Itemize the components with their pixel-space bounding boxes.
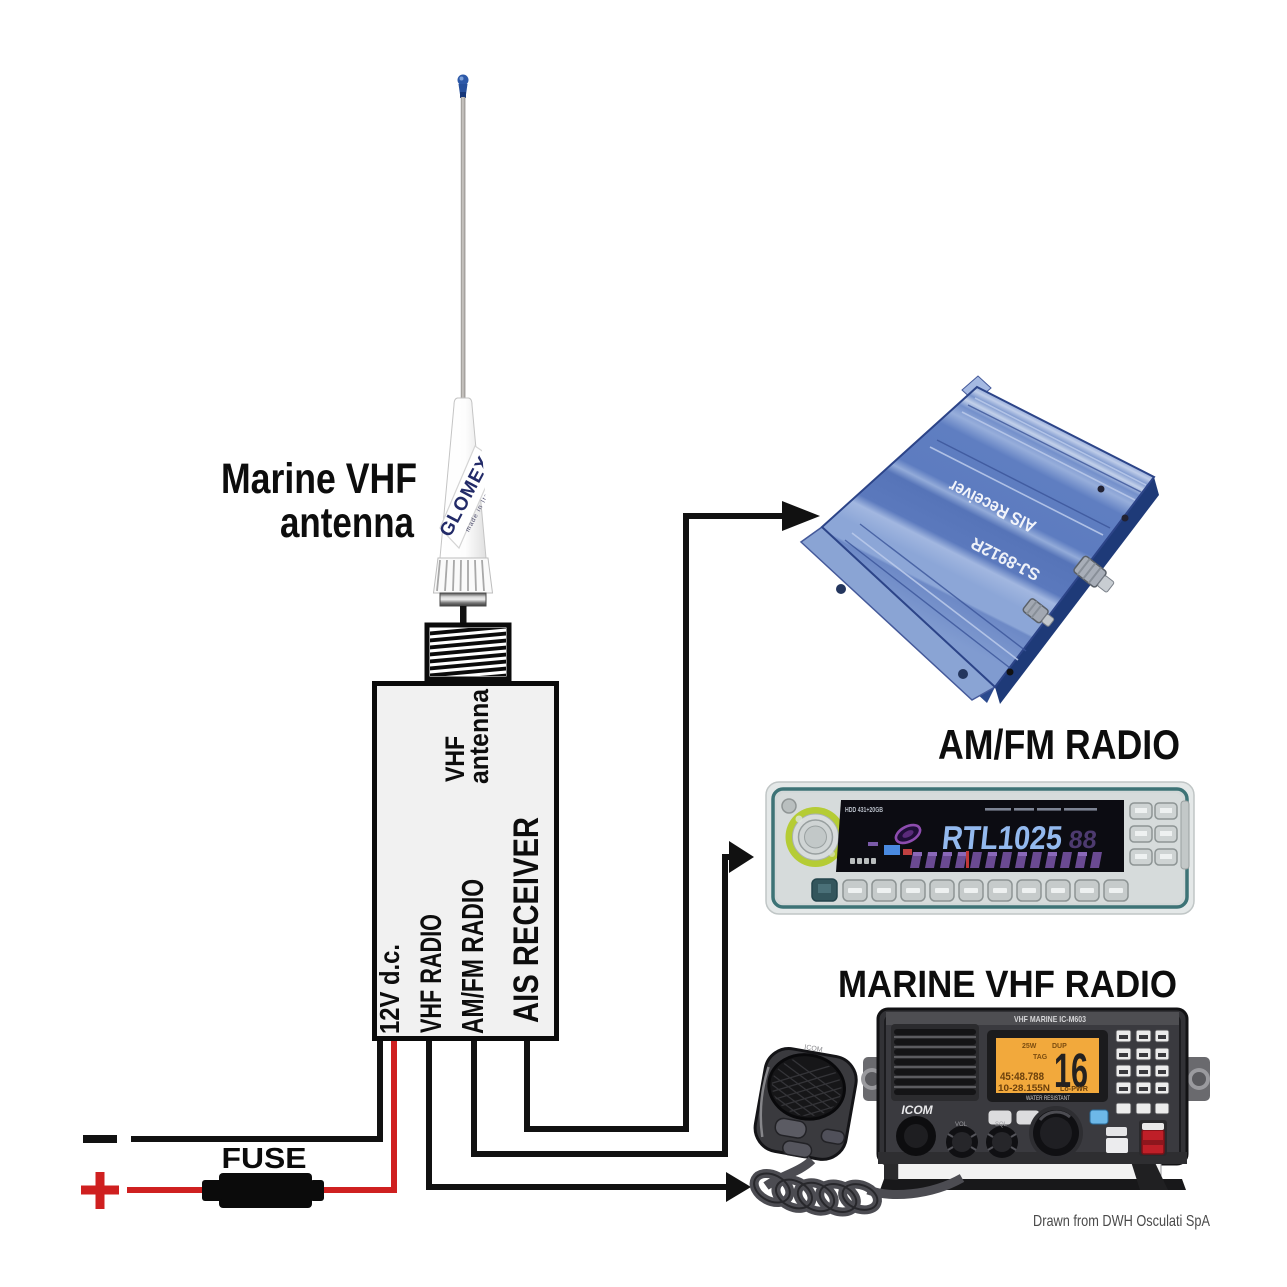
svg-text:SQL: SQL [995, 1122, 1008, 1128]
svg-text:25W: 25W [1022, 1043, 1037, 1050]
svg-text:RTL1025: RTL1025 [940, 820, 1064, 857]
svg-text:TAG: TAG [1033, 1054, 1048, 1061]
svg-text:ICOM: ICOM [901, 1103, 933, 1117]
svg-text:antenna: antenna [280, 499, 415, 547]
svg-text:VHF MARINE IC-M603: VHF MARINE IC-M603 [1014, 1014, 1086, 1024]
svg-text:10-28.155N: 10-28.155N [998, 1083, 1050, 1093]
svg-text:HDD 431+20GB: HDD 431+20GB [845, 807, 883, 814]
svg-text:DUP: DUP [1052, 1043, 1067, 1050]
svg-text:AIS RECEIVER: AIS RECEIVER [507, 817, 546, 1023]
svg-text:FUSE: FUSE [222, 1143, 307, 1175]
svg-text:VHF: VHF [440, 736, 470, 782]
svg-text:45:48.788: 45:48.788 [1000, 1071, 1044, 1083]
svg-text:ICOM: ICOM [804, 1044, 823, 1054]
svg-text:VHF RADIO: VHF RADIO [415, 914, 448, 1033]
svg-text:Drawn from DWH Osculati SpA: Drawn from DWH Osculati SpA [1033, 1213, 1210, 1230]
svg-text:VOL: VOL [955, 1122, 968, 1128]
svg-text:Lo-PWR: Lo-PWR [1060, 1084, 1089, 1093]
svg-text:WATER RESISTANT: WATER RESISTANT [1026, 1095, 1070, 1102]
svg-text:AM/FM RADIO: AM/FM RADIO [455, 879, 490, 1034]
svg-text:88: 88 [1067, 826, 1098, 854]
svg-text:16: 16 [1054, 1045, 1088, 1098]
svg-text:AM/FM RADIO: AM/FM RADIO [938, 721, 1180, 768]
svg-text:12V d.c.: 12V d.c. [374, 944, 405, 1034]
svg-text:Marine VHF: Marine VHF [221, 455, 417, 503]
svg-text:MARINE VHF RADIO: MARINE VHF RADIO [838, 964, 1177, 1006]
svg-text:antenna: antenna [464, 688, 494, 784]
